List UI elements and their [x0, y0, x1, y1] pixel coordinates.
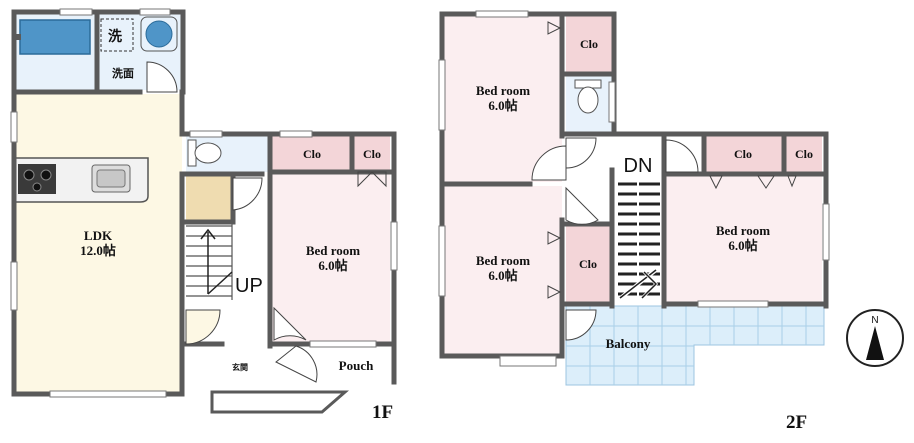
toilet-1f-icon	[194, 142, 222, 164]
bedroom-2f-r-size: 6.0帖	[728, 238, 757, 253]
closet-2f-bl-fill	[566, 226, 610, 302]
closet-1f-a-label: Clo	[303, 147, 321, 161]
closet-2f-bl-label: Clo	[579, 257, 597, 271]
doors-1f	[146, 61, 387, 383]
closet-1f-b-fill	[354, 136, 390, 172]
floor-2: Bed room 6.0帖 Clo Bed room 6.0帖 Clo Clo …	[438, 10, 830, 433]
closet-1f-b-label: Clo	[363, 147, 381, 161]
bedroom-1f-label: Bed room	[306, 243, 360, 258]
windows-2f	[438, 10, 830, 367]
bathtub-icon	[19, 19, 91, 55]
washing-machine-icon	[100, 18, 134, 52]
ldk-fill	[14, 94, 182, 392]
entrance-porch	[210, 390, 350, 414]
closet-2f-tl-fill	[566, 14, 612, 72]
stairs-up-label: UP	[235, 275, 263, 297]
stairs-2f	[614, 176, 664, 304]
bedroom-2f-bl-fill	[444, 186, 562, 354]
entrance-label: 玄関	[232, 362, 248, 372]
bedroom-2f-tl-label: Bed room	[476, 83, 530, 98]
bedroom-2f-tl-fill	[444, 14, 562, 182]
balcony-label: Balcony	[606, 336, 651, 351]
laundry-label: 洗	[108, 28, 122, 45]
ldk-size: 12.0帖	[80, 243, 116, 258]
closet-2f-r2-label: Clo	[795, 147, 813, 161]
north-compass-icon: N	[846, 309, 904, 367]
floor-1-label: 1F	[372, 402, 393, 423]
stairs-1f	[186, 222, 233, 300]
compass-north-label: N	[871, 315, 878, 326]
windows-1f	[10, 8, 398, 398]
bedroom-2f-tl-size: 6.0帖	[488, 98, 517, 113]
closet-2f-tl-label: Clo	[580, 37, 598, 51]
bedroom-1f-fill	[272, 174, 390, 344]
bedroom-2f-bl-label: Bed room	[476, 253, 530, 268]
bedroom-2f-bl-size: 6.0帖	[488, 268, 517, 283]
closet-2f-r1-fill	[706, 136, 782, 172]
bedroom-2f-r-label: Bed room	[716, 223, 770, 238]
storage-fill	[186, 176, 232, 222]
pouch-label: Pouch	[339, 358, 374, 373]
doors-2f	[531, 21, 797, 341]
bedroom-2f-r-fill	[666, 174, 822, 304]
bedroom-1f-size: 6.0帖	[318, 258, 347, 273]
stairs-down-label: DN	[624, 155, 653, 177]
washroom-label: 洗面	[112, 66, 134, 80]
closet-1f-a-fill	[272, 136, 352, 172]
toilet-2f-icon	[577, 86, 599, 114]
ldk-label: LDK	[84, 228, 113, 243]
closet-2f-r2-fill	[786, 136, 822, 172]
floor-1: 洗 洗面 LDK 12.0帖 Clo Clo Bed room 6.0帖 UP …	[10, 8, 398, 423]
floor-2-label: 2F	[786, 412, 807, 433]
closet-2f-r1-label: Clo	[734, 147, 752, 161]
